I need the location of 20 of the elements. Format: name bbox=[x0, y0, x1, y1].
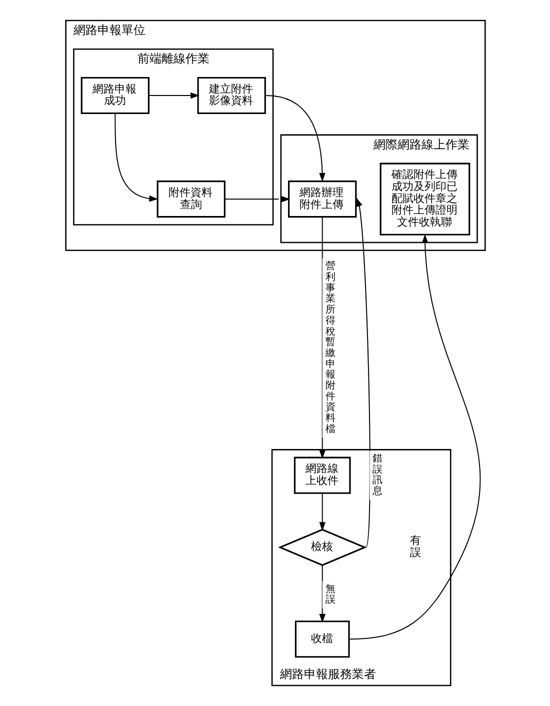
arrow bbox=[224, 196, 290, 202]
node-box: 網路線上收件 bbox=[293, 456, 350, 494]
edge-label: 營利事業所得稅暫繳申報附件資料檔 bbox=[324, 261, 335, 435]
node-box: 確認附件上傳成功及列印已配賦收件章之附件上傳證明文件收執聯 bbox=[379, 162, 470, 236]
arrow bbox=[265, 95, 325, 182]
node-box: 建立附件影像資料 bbox=[196, 76, 266, 114]
arrow bbox=[114, 112, 158, 202]
node-box: 網路辦理附件上傳 bbox=[288, 180, 356, 218]
node-box: 附件資料查詢 bbox=[156, 180, 225, 218]
arrow bbox=[318, 492, 325, 532]
edge-label: 錯誤訊息 bbox=[372, 454, 382, 498]
arrow bbox=[148, 92, 199, 99]
node-box: 收檔 bbox=[294, 620, 350, 658]
arrow bbox=[349, 234, 480, 640]
label: 有誤 bbox=[410, 534, 421, 560]
node-box: 網路申報成功 bbox=[80, 76, 149, 114]
node-diamond: 檢核 bbox=[278, 528, 366, 566]
arrow bbox=[318, 216, 325, 460]
edge-label: 無誤 bbox=[324, 584, 335, 606]
arrow bbox=[318, 564, 325, 623]
